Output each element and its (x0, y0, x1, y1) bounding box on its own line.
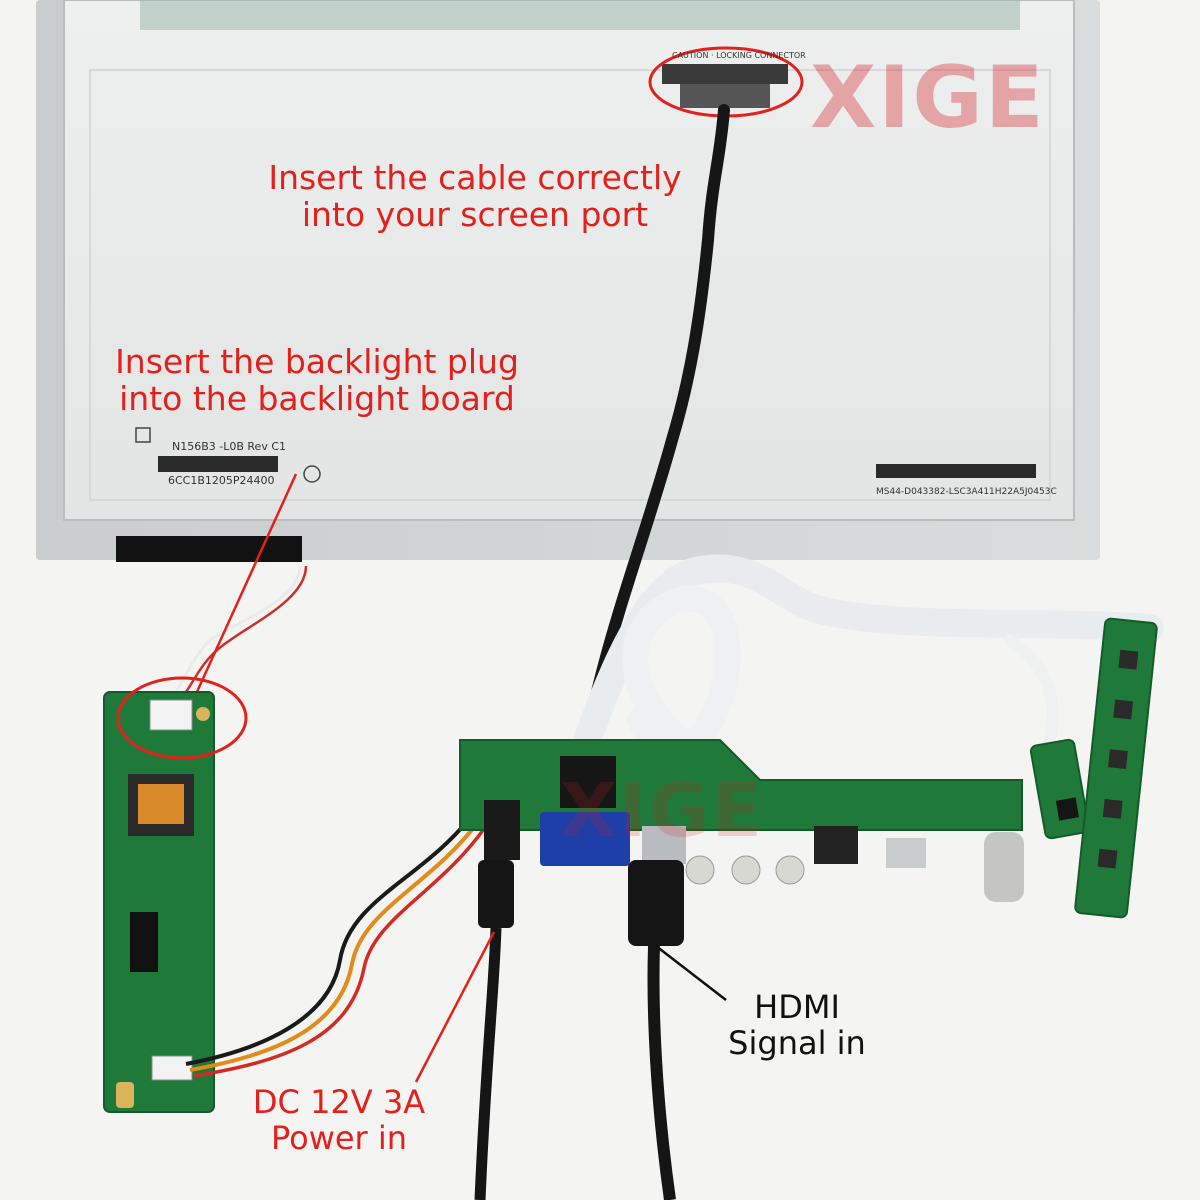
screen-port-connector (648, 46, 804, 118)
hdmi-cable (628, 860, 684, 1200)
panel-code-label: MS44-D043382-LSC3A411H22A5J0453C (876, 487, 1057, 497)
connector-caution-label: CAUTION · LOCKING CONNECTOR (672, 51, 806, 60)
panel-barcode-left (158, 456, 278, 472)
panel-model-label: N156B3 -L0B Rev C1 (172, 440, 286, 453)
hdmi-pointer-line (655, 945, 727, 1001)
backlight-instruction-line-2: into the backlight board (119, 378, 515, 418)
brand-watermark: XIGE (810, 48, 1046, 148)
dc-power-caption: DC 12V 3A Power in (224, 1083, 454, 1157)
dc-power-plug (474, 860, 514, 1200)
brand-watermark-board: XIGE (560, 768, 764, 854)
dc-power-caption-line-2: Power in (270, 1118, 408, 1157)
backlight-plug-highlight-circle (116, 676, 248, 760)
dc-pointer-line (414, 931, 496, 1083)
hdmi-caption: HDMI Signal in (712, 988, 882, 1062)
backlight-tape (116, 536, 302, 562)
controller-board (459, 739, 1024, 902)
backlight-pointer-line (184, 473, 298, 717)
hdmi-port (642, 826, 686, 864)
lcd-panel (36, 0, 1100, 562)
backlight-inverter-board (103, 676, 248, 1113)
backlight-instruction-line-1: Insert the backlight plug (115, 342, 519, 381)
panel-barcode-right (876, 464, 1036, 478)
keypad-ribbon-cable (546, 554, 1164, 834)
cable-instruction-line-2: into your screen port (301, 194, 649, 234)
panel-serial-label: 6CC1B1205P24400 (168, 474, 275, 487)
backlight-instruction-caption: Insert the backlight plug into the backl… (92, 342, 542, 418)
ir-receiver-board (1029, 738, 1090, 840)
cable-instruction-caption: Insert the cable correctly into your scr… (250, 158, 700, 234)
cable-instruction-line-1: Insert the cable correctly (268, 158, 682, 197)
keypad-board (1074, 617, 1158, 919)
vga-port (540, 812, 630, 866)
hdmi-caption-line-2: Signal in (728, 1023, 866, 1062)
hdmi-caption-line-1: HDMI (754, 988, 840, 1026)
dc-power-caption-line-1: DC 12V 3A (252, 1083, 426, 1121)
